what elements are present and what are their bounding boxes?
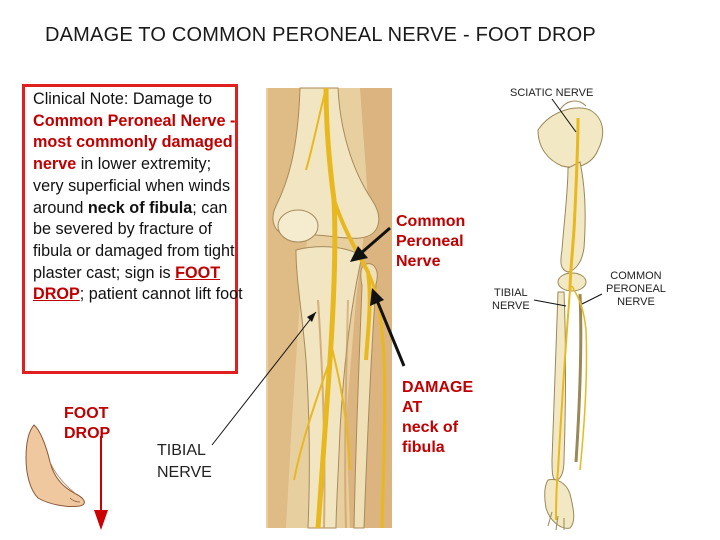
common-peroneal-small-pointer xyxy=(581,293,603,305)
note-text-2: in lower extremity; very superficial whe… xyxy=(33,155,231,217)
skeleton-common-peroneal-label: COMMON PERONEAL NERVE xyxy=(606,270,666,308)
common-peroneal-arrowhead xyxy=(350,246,368,262)
tibial-nerve-pointer xyxy=(211,311,317,446)
damage-arrowhead xyxy=(370,288,384,306)
damage-at-neck-label: DAMAGE AT neck of fibula xyxy=(402,379,474,456)
damage-arrow-shaft xyxy=(374,297,406,367)
note-text-4: ; patient cannot lift foot xyxy=(79,285,243,304)
clinical-note: Clinical Note: Damage to Common Peroneal… xyxy=(33,89,243,306)
tibial-nerve-label: TIBIAL NERVE xyxy=(157,442,212,481)
common-peroneal-arrow-shaft xyxy=(359,226,391,256)
skeleton-illustration xyxy=(537,100,604,531)
note-neck-of-fibula: neck of fibula xyxy=(87,198,193,217)
clinical-note-frame xyxy=(22,84,238,374)
page-title: DAMAGE TO COMMON PERONEAL NERVE - FOOT D… xyxy=(45,24,596,46)
knee-illustration xyxy=(266,87,392,529)
tibial-small-pointer xyxy=(533,299,567,307)
note-highlight-nerve: Common Peroneal Nerve - most commonly da… xyxy=(33,111,236,174)
common-peroneal-nerve-label: Common Peroneal Nerve xyxy=(396,213,466,270)
sciatic-nerve-label: SCIATIC NERVE xyxy=(510,87,594,99)
note-foot-drop: FOOT DROP xyxy=(33,263,221,304)
sciatic-pointer xyxy=(551,98,577,133)
foot-drop-label: FOOT DROP xyxy=(64,405,111,442)
foot-drop-arrowhead xyxy=(94,510,108,530)
note-text-3: ; can be severed by fracture of fibula o… xyxy=(33,198,235,282)
note-text-1: Clinical Note: Damage to xyxy=(33,90,213,108)
skeleton-tibial-nerve-label: TIBIAL NERVE xyxy=(492,287,530,312)
foot-drop-illustration xyxy=(25,424,108,530)
